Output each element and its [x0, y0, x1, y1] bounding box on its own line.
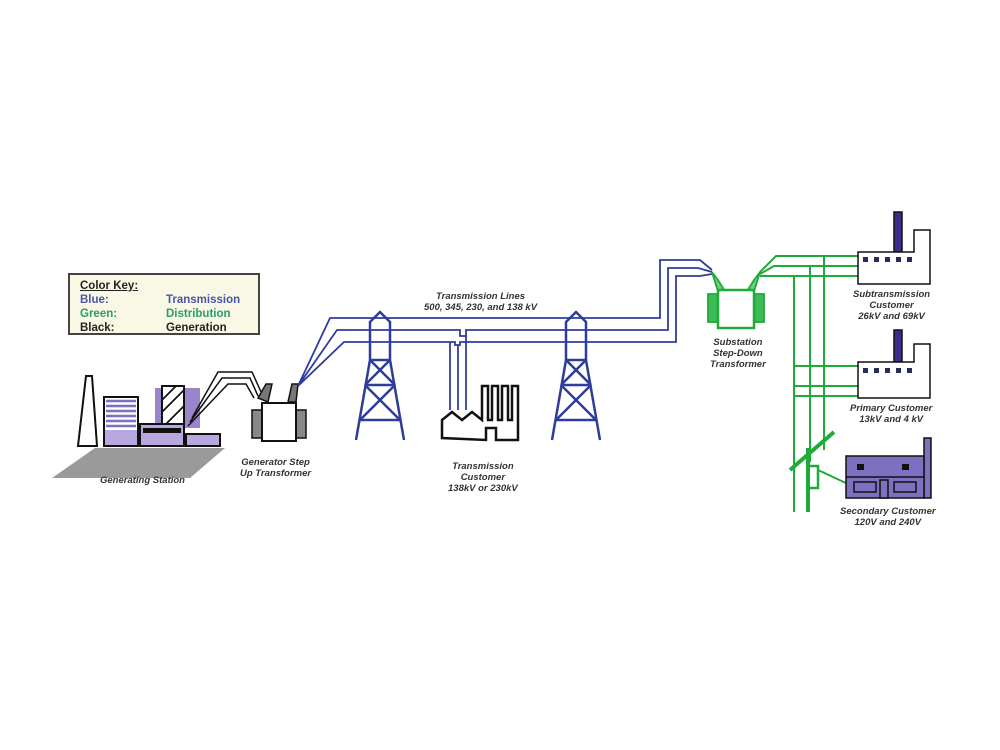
generating-station: [76, 371, 263, 447]
ground-shadow: [52, 448, 225, 478]
color-key-legend: Color Key: Blue:Transmission Green:Distr…: [68, 273, 260, 335]
subtransmission-customer-building: [857, 211, 931, 285]
primary-customer-building: [857, 329, 931, 399]
utility-pole: [788, 430, 849, 512]
label-generating-station: Generating Station: [100, 475, 185, 486]
turbine-tower: [161, 385, 185, 425]
transmission-tower-1: [354, 310, 406, 441]
generator-block: [185, 433, 221, 447]
transmission-lines: [297, 259, 713, 410]
smokestack: [76, 375, 99, 447]
color-key-row-generation: Black:Generation: [80, 322, 227, 334]
generator-step-up-transformer: [251, 383, 307, 442]
transmission-tower-2: [550, 310, 602, 441]
transmission-customer-factory: [440, 384, 520, 442]
color-key-row-transmission: Blue:Transmission: [80, 294, 241, 306]
turbine-hall: [139, 423, 185, 447]
color-key-title: Color Key:: [80, 280, 139, 292]
secondary-customer-house: [845, 437, 932, 499]
substation-step-down-transformer: [707, 271, 765, 330]
color-key-row-distribution: Green:Distribution: [80, 308, 231, 320]
boiler-building: [103, 396, 139, 447]
distribution-lines: [759, 255, 858, 512]
